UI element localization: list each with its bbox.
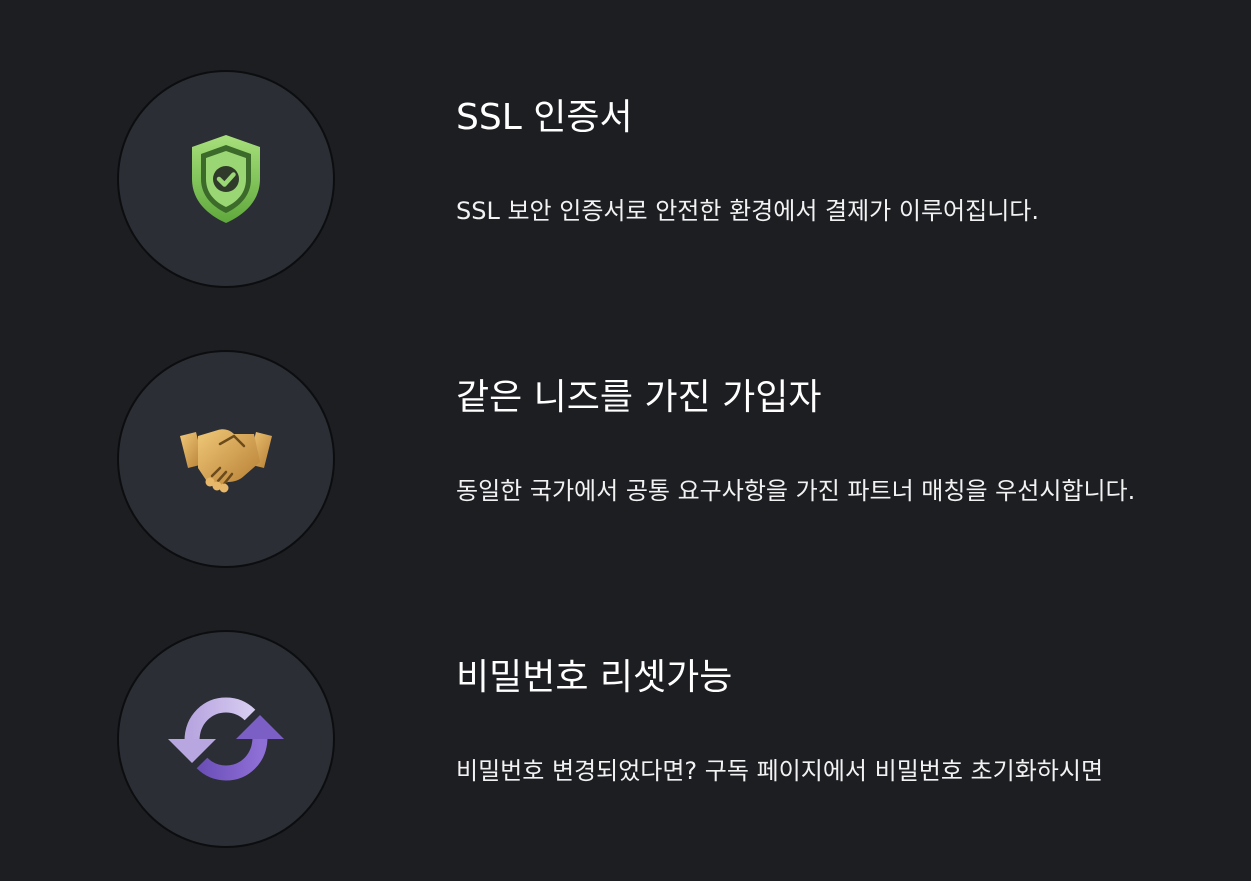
- feature-description: 비밀번호 변경되었다면? 구독 페이지에서 비밀번호 초기화하시면: [456, 757, 1104, 785]
- feature-title: 비밀번호 리셋가능: [456, 657, 733, 698]
- shield-check-icon: [192, 135, 260, 223]
- icon-circle: [117, 350, 335, 568]
- feature-description: SSL 보안 인증서로 안전한 환경에서 결제가 이루어집니다.: [456, 197, 1040, 225]
- refresh-icon: [168, 697, 284, 781]
- icon-circle: [117, 70, 335, 288]
- feature-title: SSL 인증서: [456, 97, 633, 138]
- feature-description: 동일한 국가에서 공통 요구사항을 가진 파트너 매칭을 우선시합니다.: [456, 477, 1136, 505]
- icon-circle: [117, 630, 335, 848]
- handshake-icon: [180, 429, 272, 493]
- feature-password-reset: 비밀번호 리셋가능 비밀번호 변경되었다면? 구독 페이지에서 비밀번호 초기화…: [0, 630, 1251, 852]
- feature-ssl: SSL 인증서 SSL 보안 인증서로 안전한 환경에서 결제가 이루어집니다.: [0, 70, 1251, 292]
- feature-title: 같은 니즈를 가진 가입자: [456, 377, 822, 418]
- feature-matching: 같은 니즈를 가진 가입자 동일한 국가에서 공통 요구사항을 가진 파트너 매…: [0, 350, 1251, 572]
